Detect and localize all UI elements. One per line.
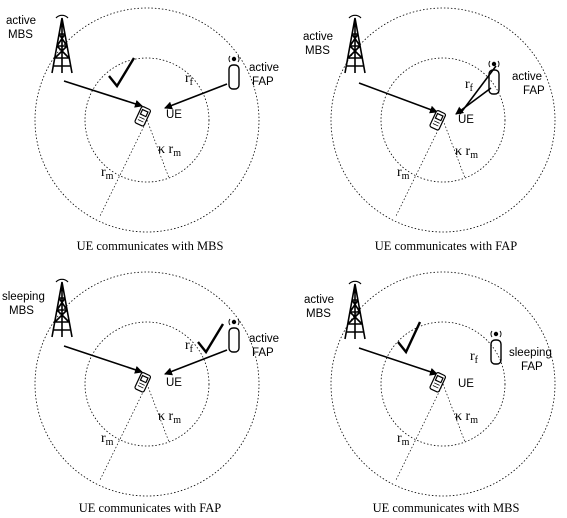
macro-cell-boundary	[34, 7, 260, 233]
mbs-state-label: active	[6, 15, 36, 27]
mbs-link-check-icon	[108, 57, 136, 89]
ue-phone-icon	[134, 106, 152, 127]
mbs-tower-icon	[51, 14, 73, 74]
fap-antenna-icon	[228, 318, 240, 353]
panel-ue-fap-mbs-active-fap-active: active MBS active FAP UE rf κ rm rm UE c…	[303, 7, 556, 253]
fap-link-check-icon	[197, 323, 225, 355]
mbs-tower-icon	[344, 14, 366, 74]
fap-name-label: FAP	[252, 76, 274, 88]
fap-state-label: active	[249, 62, 279, 74]
rf-label: rf	[470, 349, 479, 366]
rm-radius-line	[395, 119, 444, 217]
rm-label: rm	[397, 431, 410, 448]
panel-ue-mbs-mbs-active-fap-sleeping: active MBS sleeping FAP UE rf κ rm rm UE…	[304, 271, 556, 515]
inner-region-boundary	[84, 321, 210, 447]
rf-label: rf	[465, 77, 474, 94]
inner-region-boundary	[380, 321, 506, 447]
mbs-name-label: MBS	[305, 45, 330, 57]
ue-label: UE	[166, 109, 182, 121]
mbs-link-check-icon	[397, 321, 422, 355]
fap-state-label: sleeping	[509, 347, 552, 359]
macro-cell-boundary	[330, 271, 556, 497]
ue-label: UE	[458, 114, 474, 126]
fap-name-label: FAP	[521, 361, 543, 373]
mbs-to-ue-link	[63, 345, 143, 374]
fap-to-ue-link	[455, 87, 492, 115]
fap-antenna-icon	[490, 330, 502, 365]
fap-name-label: FAP	[523, 85, 545, 97]
inner-region-boundary	[84, 57, 210, 183]
panel-caption: UE communicates with MBS	[77, 239, 224, 253]
macro-cell-boundary	[330, 7, 556, 233]
mbs-state-label: active	[303, 31, 333, 43]
rm-label: rm	[101, 165, 114, 182]
mbs-state-label: active	[304, 294, 334, 306]
rf-label: rf	[185, 71, 194, 88]
fap-name-label: FAP	[252, 347, 274, 359]
mbs-to-ue-link	[358, 347, 438, 376]
panel-caption: UE communicates with FAP	[79, 501, 222, 515]
rm-radius-line	[99, 119, 148, 217]
mbs-to-ue-link	[63, 80, 143, 108]
mbs-tower-icon	[344, 280, 366, 340]
kappa-rm-label: κ rm	[455, 144, 478, 161]
macro-cell-boundary	[34, 271, 260, 497]
fap-to-ue-link	[164, 83, 228, 110]
rm-radius-line	[99, 383, 148, 481]
inner-region-boundary	[380, 57, 506, 183]
kappa-rm-label: κ rm	[158, 142, 181, 159]
fap-state-label: active	[512, 71, 542, 83]
rm-label: rm	[101, 431, 114, 448]
ue-label: UE	[458, 378, 474, 390]
ue-phone-icon	[134, 372, 152, 393]
mbs-name-label: MBS	[8, 29, 33, 41]
mbs-state-label: sleeping	[2, 291, 45, 303]
mbs-tower-icon	[51, 278, 73, 338]
fap-state-label: active	[249, 333, 279, 345]
kappa-rm-label: κ rm	[158, 409, 181, 426]
ue-label: UE	[166, 377, 182, 389]
mbs-name-label: MBS	[9, 305, 34, 317]
rf-label: rf	[185, 338, 194, 355]
mbs-to-ue-link	[358, 82, 438, 114]
ue-phone-icon	[429, 372, 447, 393]
ue-phone-icon	[429, 110, 447, 131]
rm-label: rm	[397, 165, 410, 182]
panel-ue-mbs-active-fap-active: active MBS active FAP UE rf κ rm rm UE c…	[6, 7, 279, 253]
panel-caption: UE communicates with MBS	[373, 501, 520, 515]
fap-to-ue-link-secondary	[459, 65, 497, 115]
kappa-rm-label: κ rm	[455, 409, 478, 426]
panel-ue-fap-mbs-sleeping-fap-active: sleeping MBS active FAP UE rf κ rm rm UE…	[2, 271, 279, 515]
rm-radius-line	[395, 383, 444, 481]
fap-to-ue-link	[164, 349, 228, 376]
mbs-name-label: MBS	[306, 308, 331, 320]
fap-antenna-icon	[228, 55, 240, 90]
panel-caption: UE communicates with FAP	[375, 239, 518, 253]
